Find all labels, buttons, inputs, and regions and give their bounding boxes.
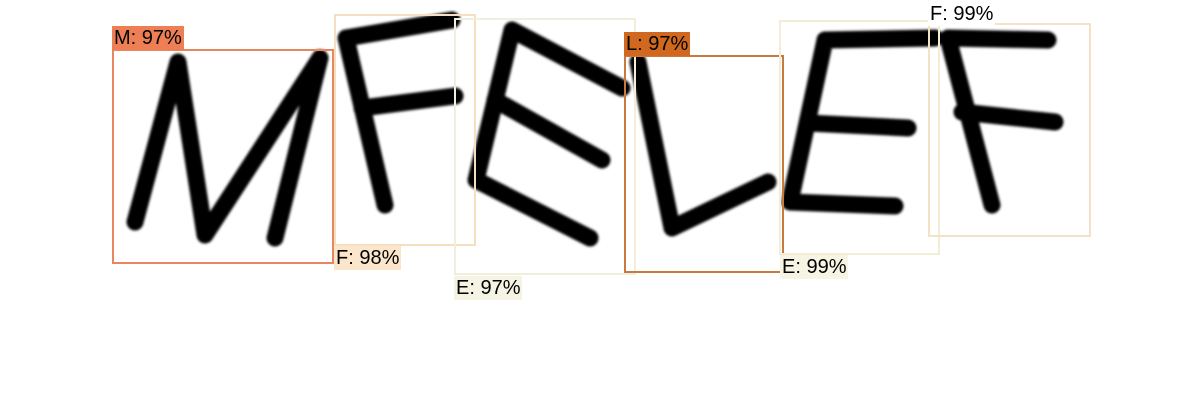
detection-box-m bbox=[112, 49, 334, 264]
detection-label-m: M: 97% bbox=[112, 26, 184, 50]
detection-box-l bbox=[624, 55, 784, 273]
glyph-f-2-bar bbox=[953, 103, 1064, 131]
detection-box-e bbox=[454, 18, 636, 275]
detection-box-e-2 bbox=[779, 20, 940, 255]
glyph-m bbox=[126, 49, 329, 247]
glyph-f-2-stem bbox=[939, 29, 1057, 214]
detection-label-e-2: E: 99% bbox=[780, 255, 849, 279]
detection-box-f bbox=[334, 14, 476, 246]
detection-label-f: F: 98% bbox=[334, 246, 402, 270]
glyph-e-2-bar bbox=[799, 114, 917, 137]
glyph-f-1-bar bbox=[353, 87, 464, 117]
detection-label-f-2: F: 99% bbox=[928, 2, 996, 26]
glyph-e-1-bar bbox=[486, 91, 611, 169]
glyph-l bbox=[629, 53, 777, 237]
detection-box-f-2 bbox=[928, 23, 1091, 237]
detection-label-l: L: 97% bbox=[624, 32, 691, 56]
detection-label-e: E: 97% bbox=[454, 276, 523, 300]
glyph-f-1-stem bbox=[337, 11, 461, 214]
